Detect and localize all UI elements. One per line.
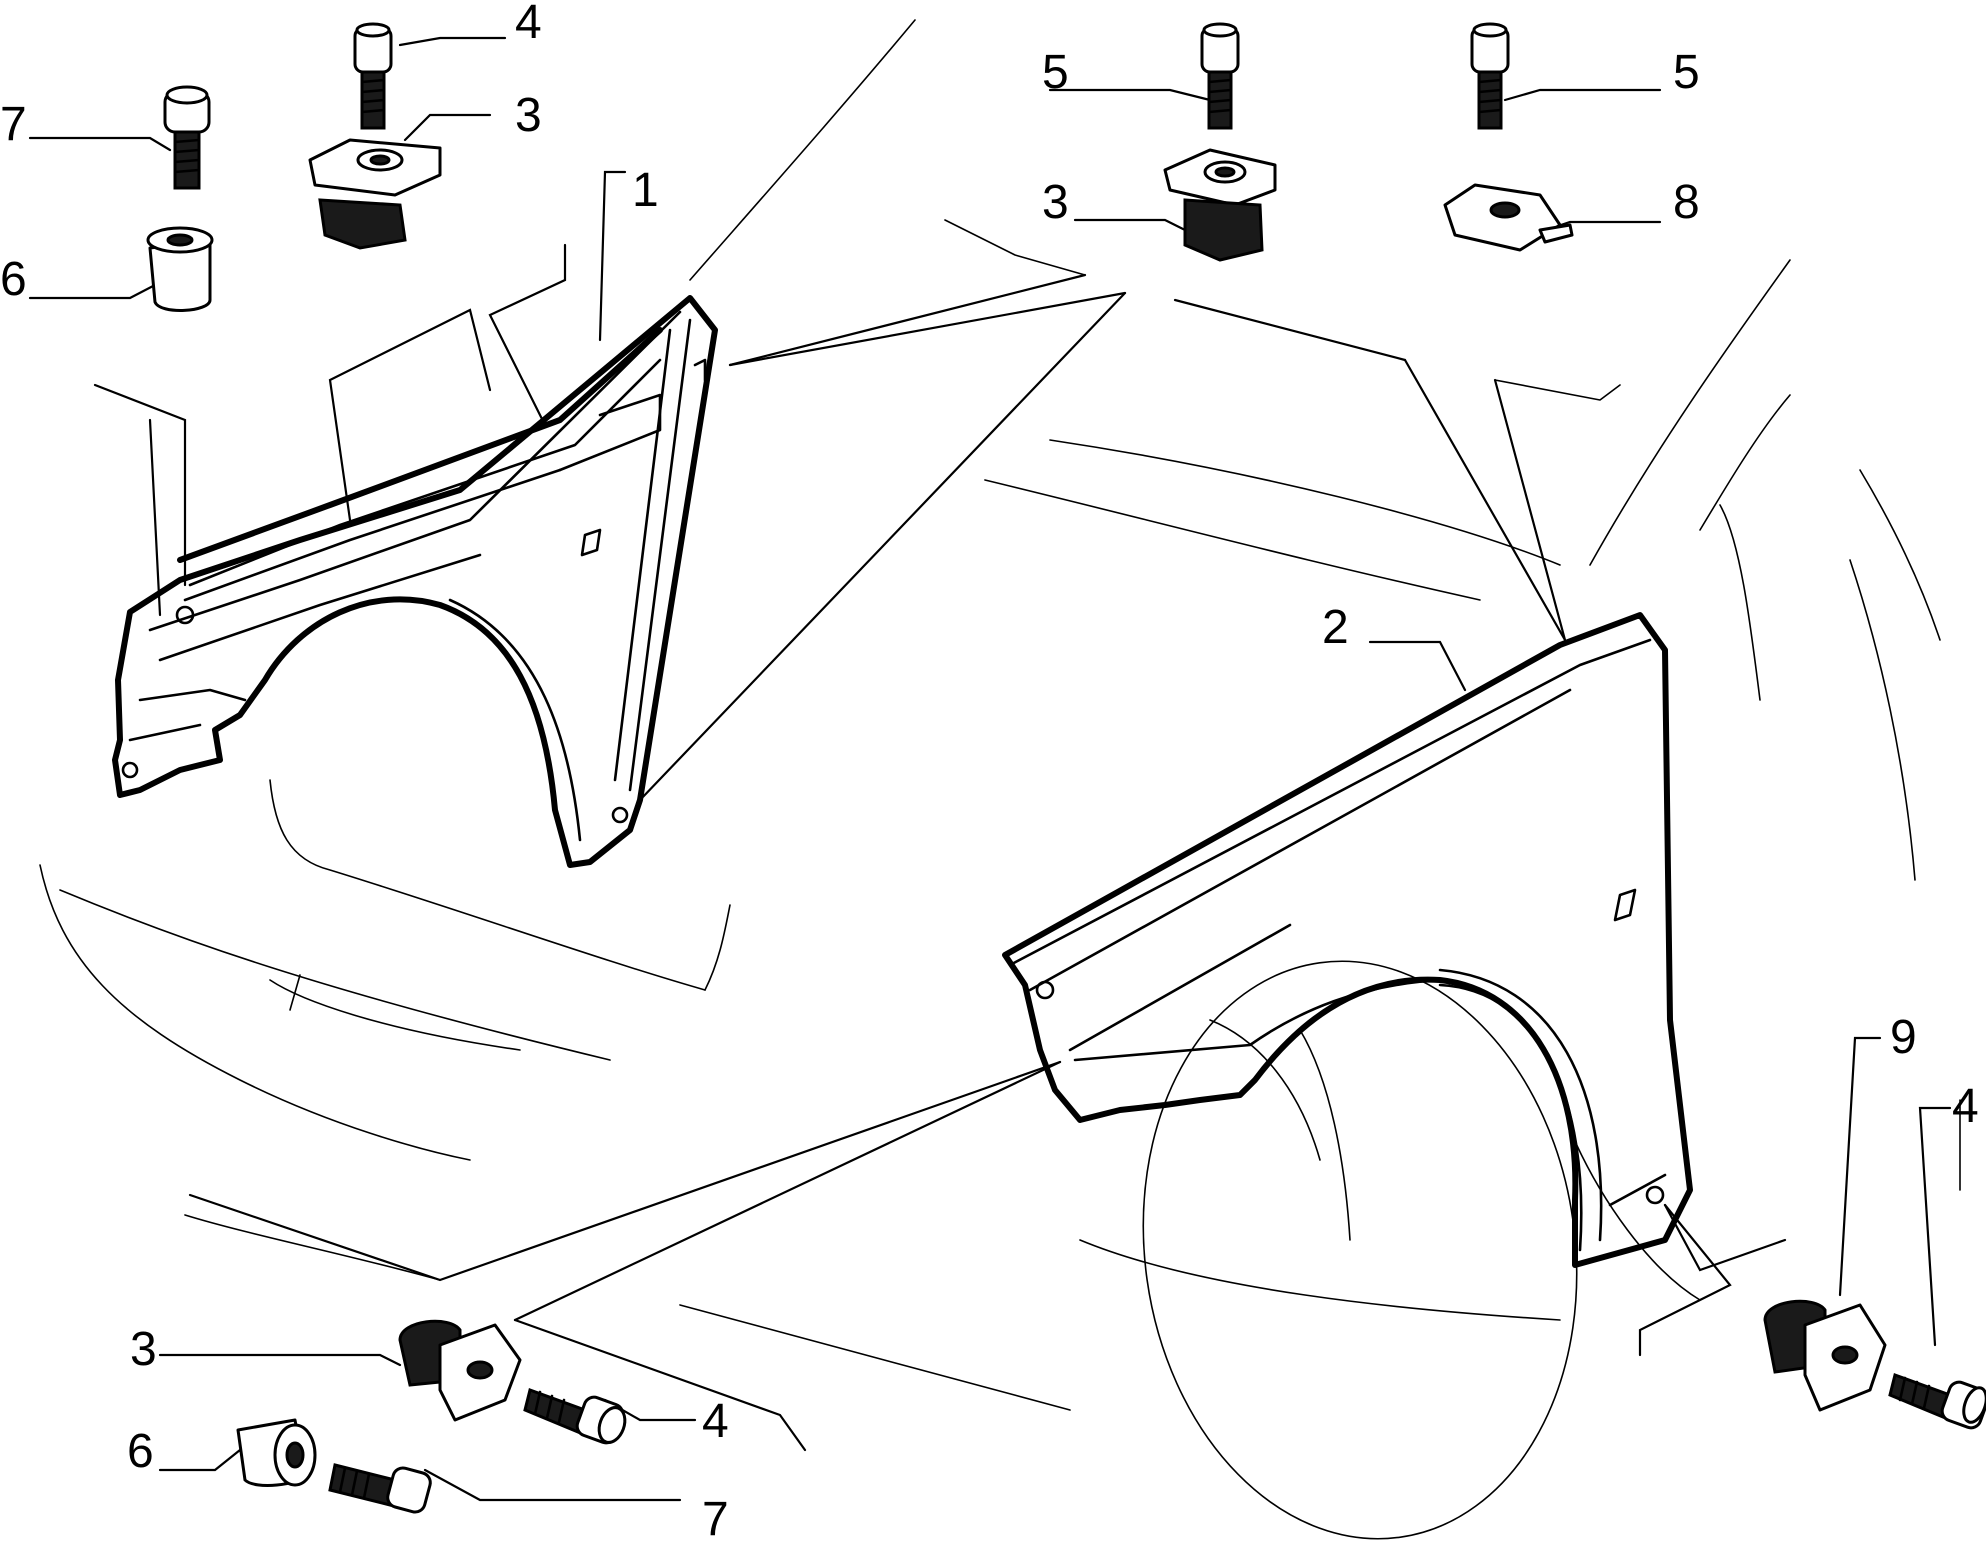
screw-4-bottom-left xyxy=(523,1388,627,1445)
screw-4-top-left xyxy=(353,22,393,130)
callout-2: 2 xyxy=(1322,601,1349,654)
left-fender-part-1 xyxy=(112,295,718,868)
callout-3-top-left: 3 xyxy=(515,89,542,142)
screw-4-bottom-right xyxy=(1888,1373,1986,1430)
callout-7-top-left: 7 xyxy=(0,98,27,151)
car-body-outline xyxy=(39,19,1961,1540)
callout-4-bottom-left: 4 xyxy=(702,1395,729,1448)
callout-5-top-middle: 5 xyxy=(1042,46,1069,99)
clip-3-top-left xyxy=(308,138,442,250)
callout-5-top-right: 5 xyxy=(1673,46,1700,99)
bolt-7-top-left xyxy=(163,85,211,190)
nut-6-bottom-left xyxy=(236,1418,317,1487)
callout-6-top-left: 6 xyxy=(0,253,27,306)
screw-5-top-right xyxy=(1470,22,1510,130)
callout-7-bottom: 7 xyxy=(702,1493,729,1546)
callout-1: 1 xyxy=(632,164,659,217)
clip-3-bottom-left xyxy=(398,1319,522,1422)
callout-8: 8 xyxy=(1673,176,1700,229)
clip-9-bottom-right xyxy=(1763,1299,1887,1412)
clip-8-top-right xyxy=(1443,183,1574,252)
callout-4-top-left: 4 xyxy=(515,0,542,49)
clip-3-top-middle xyxy=(1163,148,1277,262)
right-fender-part-2 xyxy=(1002,612,1693,1268)
callout-4-bottom-right: 4 xyxy=(1952,1080,1979,1133)
bolt-7-bottom xyxy=(328,1463,432,1514)
leader-lines xyxy=(28,36,1952,1502)
callout-6-bottom-left: 6 xyxy=(127,1425,154,1478)
callout-3-top-middle: 3 xyxy=(1042,176,1069,229)
screw-5-top-middle xyxy=(1200,22,1240,130)
callout-9: 9 xyxy=(1890,1011,1917,1064)
nut-6-top-left xyxy=(146,226,214,312)
callout-3-bottom-left: 3 xyxy=(130,1323,157,1376)
